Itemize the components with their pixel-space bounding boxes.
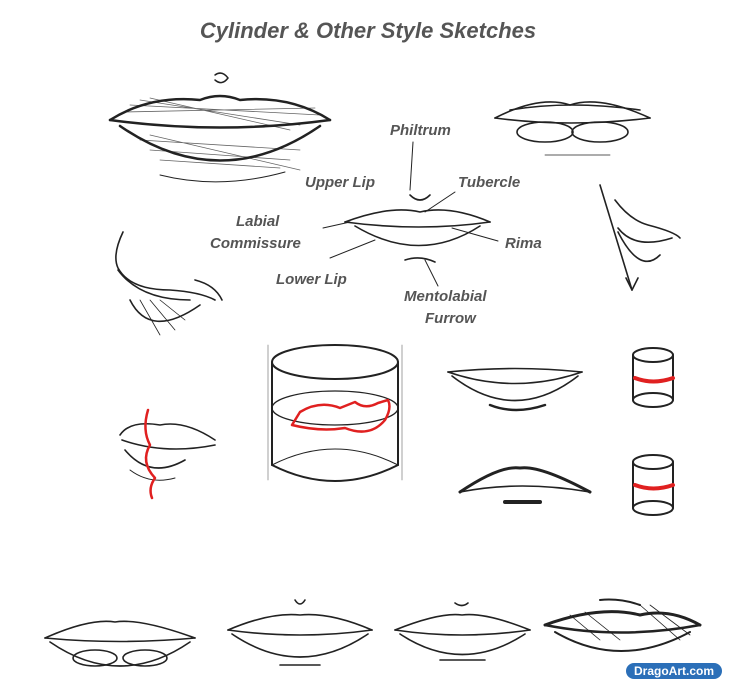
red-guides: [144, 376, 675, 500]
profile-arrow-right: [599, 184, 681, 291]
bottom-lips-2: [227, 599, 373, 666]
label-commissure: Commissure: [210, 235, 301, 252]
profile-lips-red: [119, 422, 216, 481]
bottom-lips-1: [44, 620, 196, 667]
shaded-lips-sketch: [108, 72, 332, 183]
watermark-logo: DragoArt.com: [625, 663, 722, 679]
cylinder-center: [267, 344, 403, 482]
label-mentolabial: Mentolabial: [404, 288, 487, 305]
label-furrow: Furrow: [425, 310, 476, 327]
bottom-lips-4: [543, 598, 702, 652]
lips-mid-right: [447, 367, 583, 412]
profile-lips-left: [115, 231, 223, 336]
bottom-lips-3: [394, 602, 531, 661]
label-labial: Labial: [236, 213, 280, 230]
label-tubercle: Tubercle: [458, 174, 521, 191]
label-upper-lip: Upper Lip: [305, 174, 375, 191]
label-lower-lip: Lower Lip: [276, 271, 347, 288]
page-title: Cylinder & Other Style Sketches: [199, 18, 537, 43]
label-philtrum: Philtrum: [390, 122, 451, 139]
lips-lower-right: [458, 466, 592, 504]
diagram-lips: [344, 194, 491, 263]
label-rima: Rima: [505, 235, 542, 252]
label-leader-lines: [322, 141, 499, 287]
simple-lips-top-right: [494, 101, 651, 156]
